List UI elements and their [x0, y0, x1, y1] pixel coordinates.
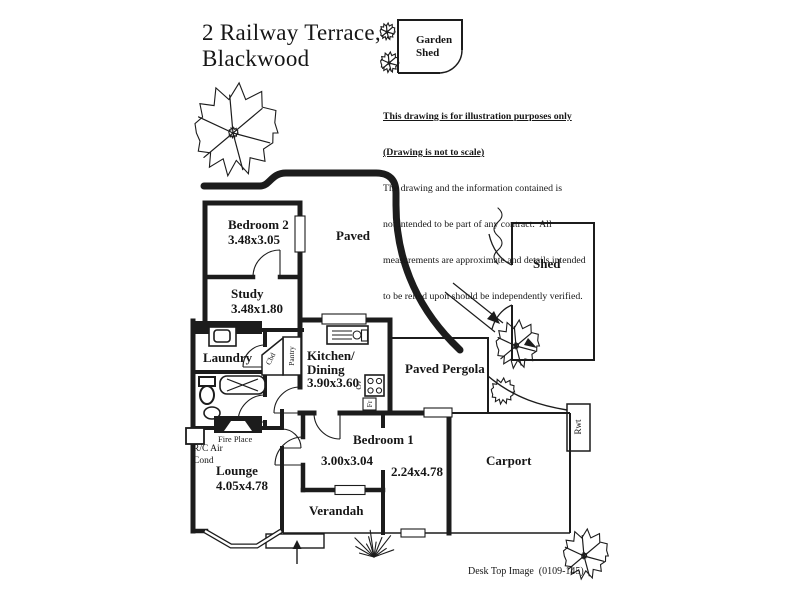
area-label-verandah: Verandah [309, 503, 364, 518]
path-arrow [487, 311, 500, 324]
lounge-dims: 4.05x4.78 [216, 478, 268, 493]
shed-outline [511, 222, 595, 361]
sink-bench-icon [326, 325, 369, 345]
room-label-bedroom1: Bedroom 1 [353, 432, 414, 447]
pantry-closet [261, 336, 302, 376]
bedroom2-dims: 3.48x3.05 [228, 232, 280, 247]
fireplace-icon [214, 416, 262, 433]
disclaimer-underline1: This drawing is for illustration purpose… [383, 111, 572, 122]
side-room-dims: 2.24x4.78 [391, 464, 443, 479]
room-label-shed: Shed [533, 256, 561, 271]
rc-air-line2: Cond [193, 456, 214, 466]
room-label-carport: Carport [486, 453, 532, 468]
laundry-trough-icon [208, 326, 237, 347]
fridge-label: Fr [364, 400, 374, 408]
room-label-laundry: Laundry [203, 350, 253, 365]
pantry-label: Pantry [287, 346, 296, 366]
fridge-icon [362, 397, 377, 411]
area-label-pergola: Paved Pergola [405, 361, 485, 376]
area-label-paved: Paved [336, 228, 370, 243]
driveway-curve [487, 375, 568, 411]
disclaimer-underline2: (Drawing is not to scale) [383, 147, 485, 158]
bedroom1-dims: 3.00x3.04 [321, 453, 373, 468]
oven-label: Ov [354, 380, 363, 390]
image-credit: Desk Top Image (0109-145) [468, 566, 584, 577]
outbuildings [265, 222, 595, 549]
bay-window [203, 528, 283, 549]
disclaimer-line2: not intended to be part of any contract.… [383, 219, 552, 230]
kitchen-line2: Dining [307, 361, 345, 377]
rc-air-line1: R/C Air [193, 444, 223, 454]
disclaimer: This drawing is for illustration purpose… [383, 87, 601, 327]
rainwater-tank [566, 403, 591, 452]
kitchen-line1: Kitchen/ [307, 348, 355, 363]
path-to-shed [444, 282, 537, 348]
page-title: 2 Railway Terrace,Blackwood [202, 20, 381, 72]
carport-outline [449, 412, 571, 533]
paved-boundary [200, 169, 464, 354]
entry-arrow [292, 540, 302, 564]
fixtures [185, 325, 385, 445]
kitchen-dims: 3.90x3.60 [307, 375, 359, 390]
bath-icon [219, 375, 266, 395]
fireplace-label: Fire Place [218, 434, 253, 444]
path-arrow-2 [524, 338, 537, 348]
title-line1: 2 Railway Terrace, [202, 20, 381, 45]
bedroom2-name: Bedroom 2 [228, 217, 289, 232]
garden-shed-label-1: Garden [416, 34, 453, 46]
garden-shed-icon [397, 19, 463, 74]
stove-icon [364, 374, 385, 397]
toilet-icon [198, 376, 216, 405]
disclaimer-line3: measurements are approximate and details… [383, 255, 586, 266]
study-name: Study [231, 286, 264, 301]
title-line2: Blackwood [202, 46, 310, 71]
trees-and-plants [194, 21, 610, 581]
lounge-name: Lounge [216, 463, 258, 478]
cupboard-closet [261, 336, 284, 376]
disclaimer-line1: The drawing and the information containe… [383, 183, 563, 194]
rc-air-unit [185, 427, 205, 445]
windows [294, 215, 453, 538]
disclaimer-line4: to be relied upon should be independentl… [383, 291, 583, 302]
garden-shed-label-2: Shed [416, 47, 440, 59]
study-dims: 3.48x1.80 [231, 301, 283, 316]
rainwater-tank-label: Rwt [573, 419, 583, 435]
